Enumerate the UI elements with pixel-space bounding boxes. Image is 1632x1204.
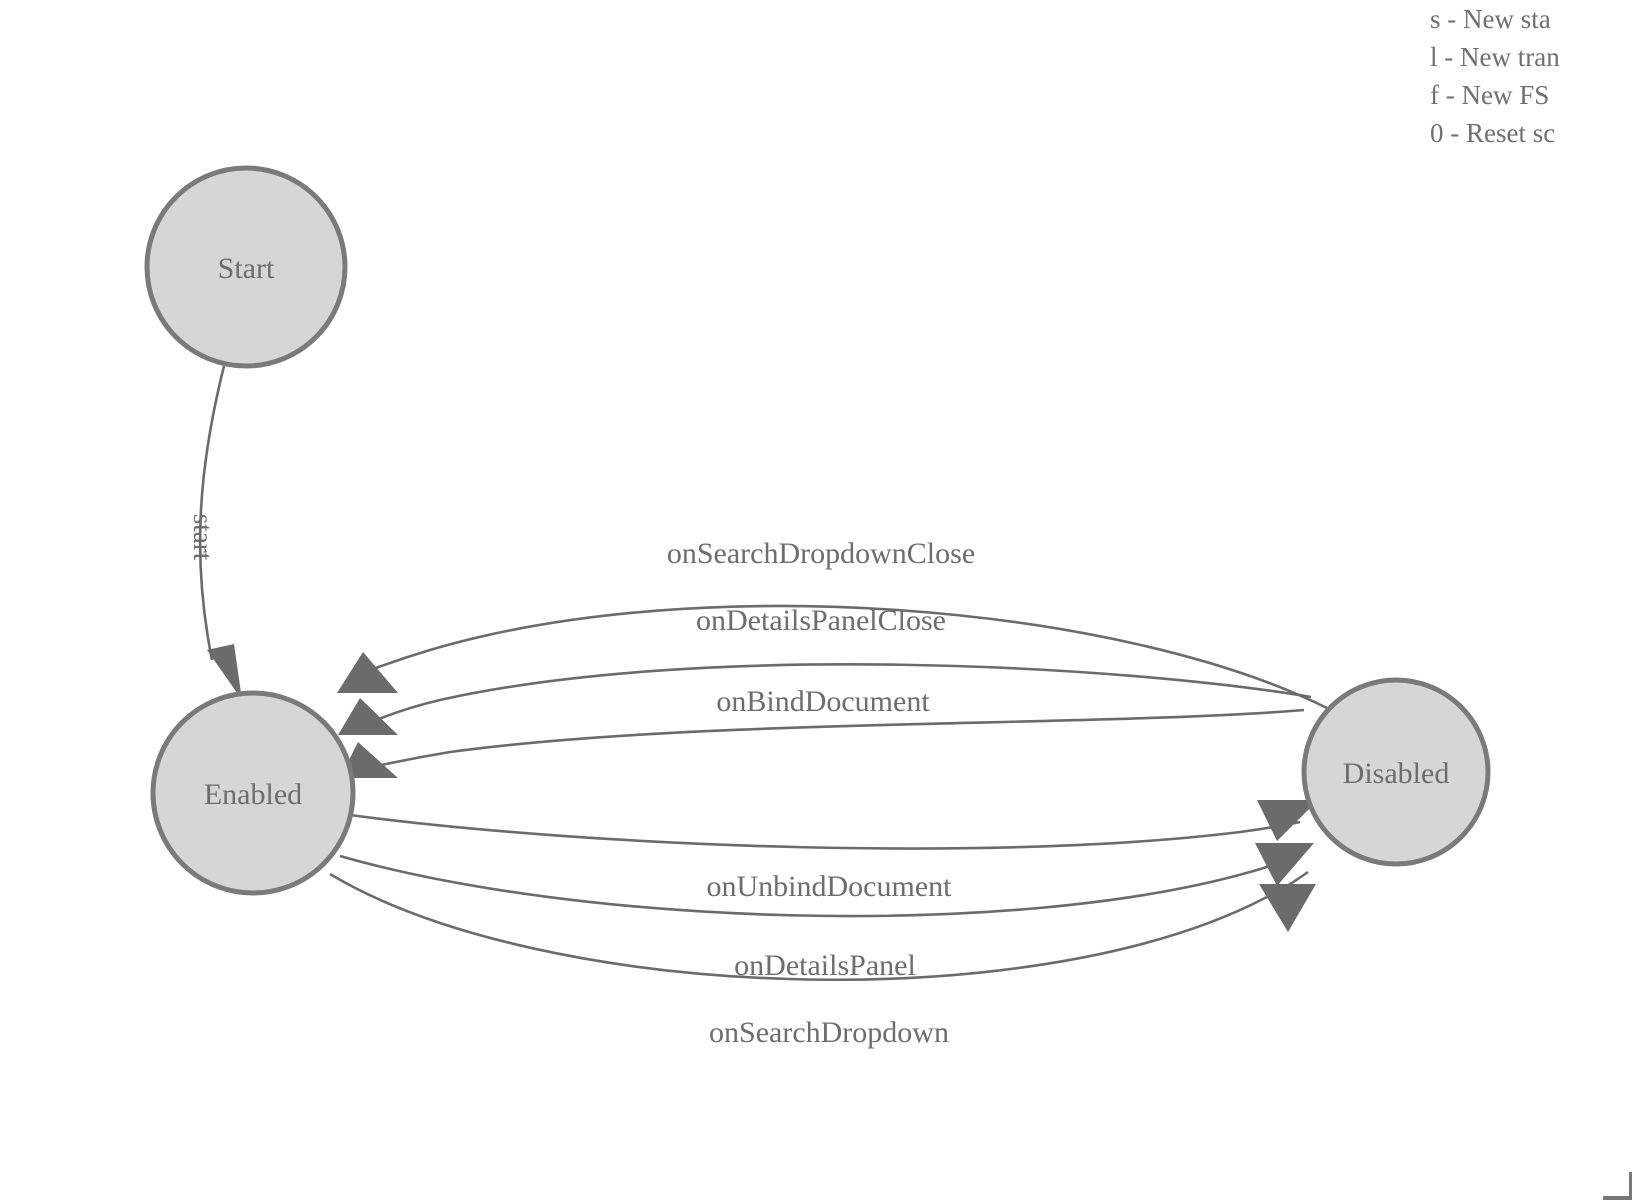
node-disabled-circle[interactable] xyxy=(1301,677,1491,867)
edge-path-onsearchdropdownclose xyxy=(351,604,1328,710)
arrow-head-onsearchdropdownclose xyxy=(337,652,398,693)
edge-path-onbinddocument xyxy=(371,708,1305,769)
edge-ondetailspanel[interactable] xyxy=(339,843,1314,918)
edge-label-onbinddocument: onBindDocument xyxy=(716,685,930,718)
edge-path-start xyxy=(198,365,226,661)
edge-onsearchdropdown[interactable] xyxy=(329,870,1316,981)
edge-onsearchdropdownclose[interactable] xyxy=(337,604,1328,710)
node-disabled-label: Disabled xyxy=(1343,757,1450,790)
node-enabled[interactable]: Enabled xyxy=(150,690,356,896)
edge-path-onunbinddocument xyxy=(349,813,1301,850)
edge-label-ondetailspanel: onDetailsPanel xyxy=(734,949,916,982)
edge-label-start: start xyxy=(188,514,218,561)
node-start[interactable]: Start xyxy=(144,165,348,369)
edge-onunbinddocument[interactable] xyxy=(349,800,1318,850)
legend-line-new-transition: l - New tran xyxy=(1430,42,1560,72)
edge-path-ondetailspanelclose xyxy=(363,663,1312,727)
edge-path-ondetailspanel xyxy=(339,854,1301,918)
node-enabled-label: Enabled xyxy=(204,778,302,811)
arrow-head-onbinddocument xyxy=(340,742,398,778)
resize-handle-vertical-bar xyxy=(1629,1172,1632,1200)
node-start-circle[interactable] xyxy=(144,165,348,369)
keyboard-shortcut-legend: s - New sta l - New tran f - New FS 0 - … xyxy=(1430,0,1632,152)
legend-line-new-fsm: f - New FS xyxy=(1430,80,1550,110)
edge-label-onsearchdropdownclose: onSearchDropdownClose xyxy=(667,537,975,570)
node-enabled-circle[interactable] xyxy=(150,690,356,896)
arrow-head-onsearchdropdown xyxy=(1259,884,1316,932)
node-start-label: Start xyxy=(218,252,275,285)
edge-label-onunbinddocument: onUnbindDocument xyxy=(707,870,953,903)
resize-handle-horizontal-bar xyxy=(1603,1196,1632,1200)
edge-label-ondetailspanelclose: onDetailsPanelClose xyxy=(696,604,946,637)
edge-ondetailspanelclose[interactable] xyxy=(338,663,1312,735)
arrow-head-start xyxy=(207,644,242,700)
arrow-head-ondetailspanelclose xyxy=(338,698,398,735)
edge-onbinddocument[interactable] xyxy=(340,708,1305,778)
legend-line-reset-scale: 0 - Reset sc xyxy=(1430,118,1556,148)
resize-handle-icon[interactable] xyxy=(1603,1172,1632,1200)
edge-start-to-enabled[interactable] xyxy=(198,365,242,700)
arrow-head-onunbinddocument xyxy=(1257,800,1318,841)
node-disabled[interactable]: Disabled xyxy=(1301,677,1491,867)
edge-label-onsearchdropdown: onSearchDropdown xyxy=(709,1016,949,1049)
arrow-head-ondetailspanel xyxy=(1255,843,1314,886)
legend-line-new-state: s - New sta xyxy=(1430,4,1551,34)
